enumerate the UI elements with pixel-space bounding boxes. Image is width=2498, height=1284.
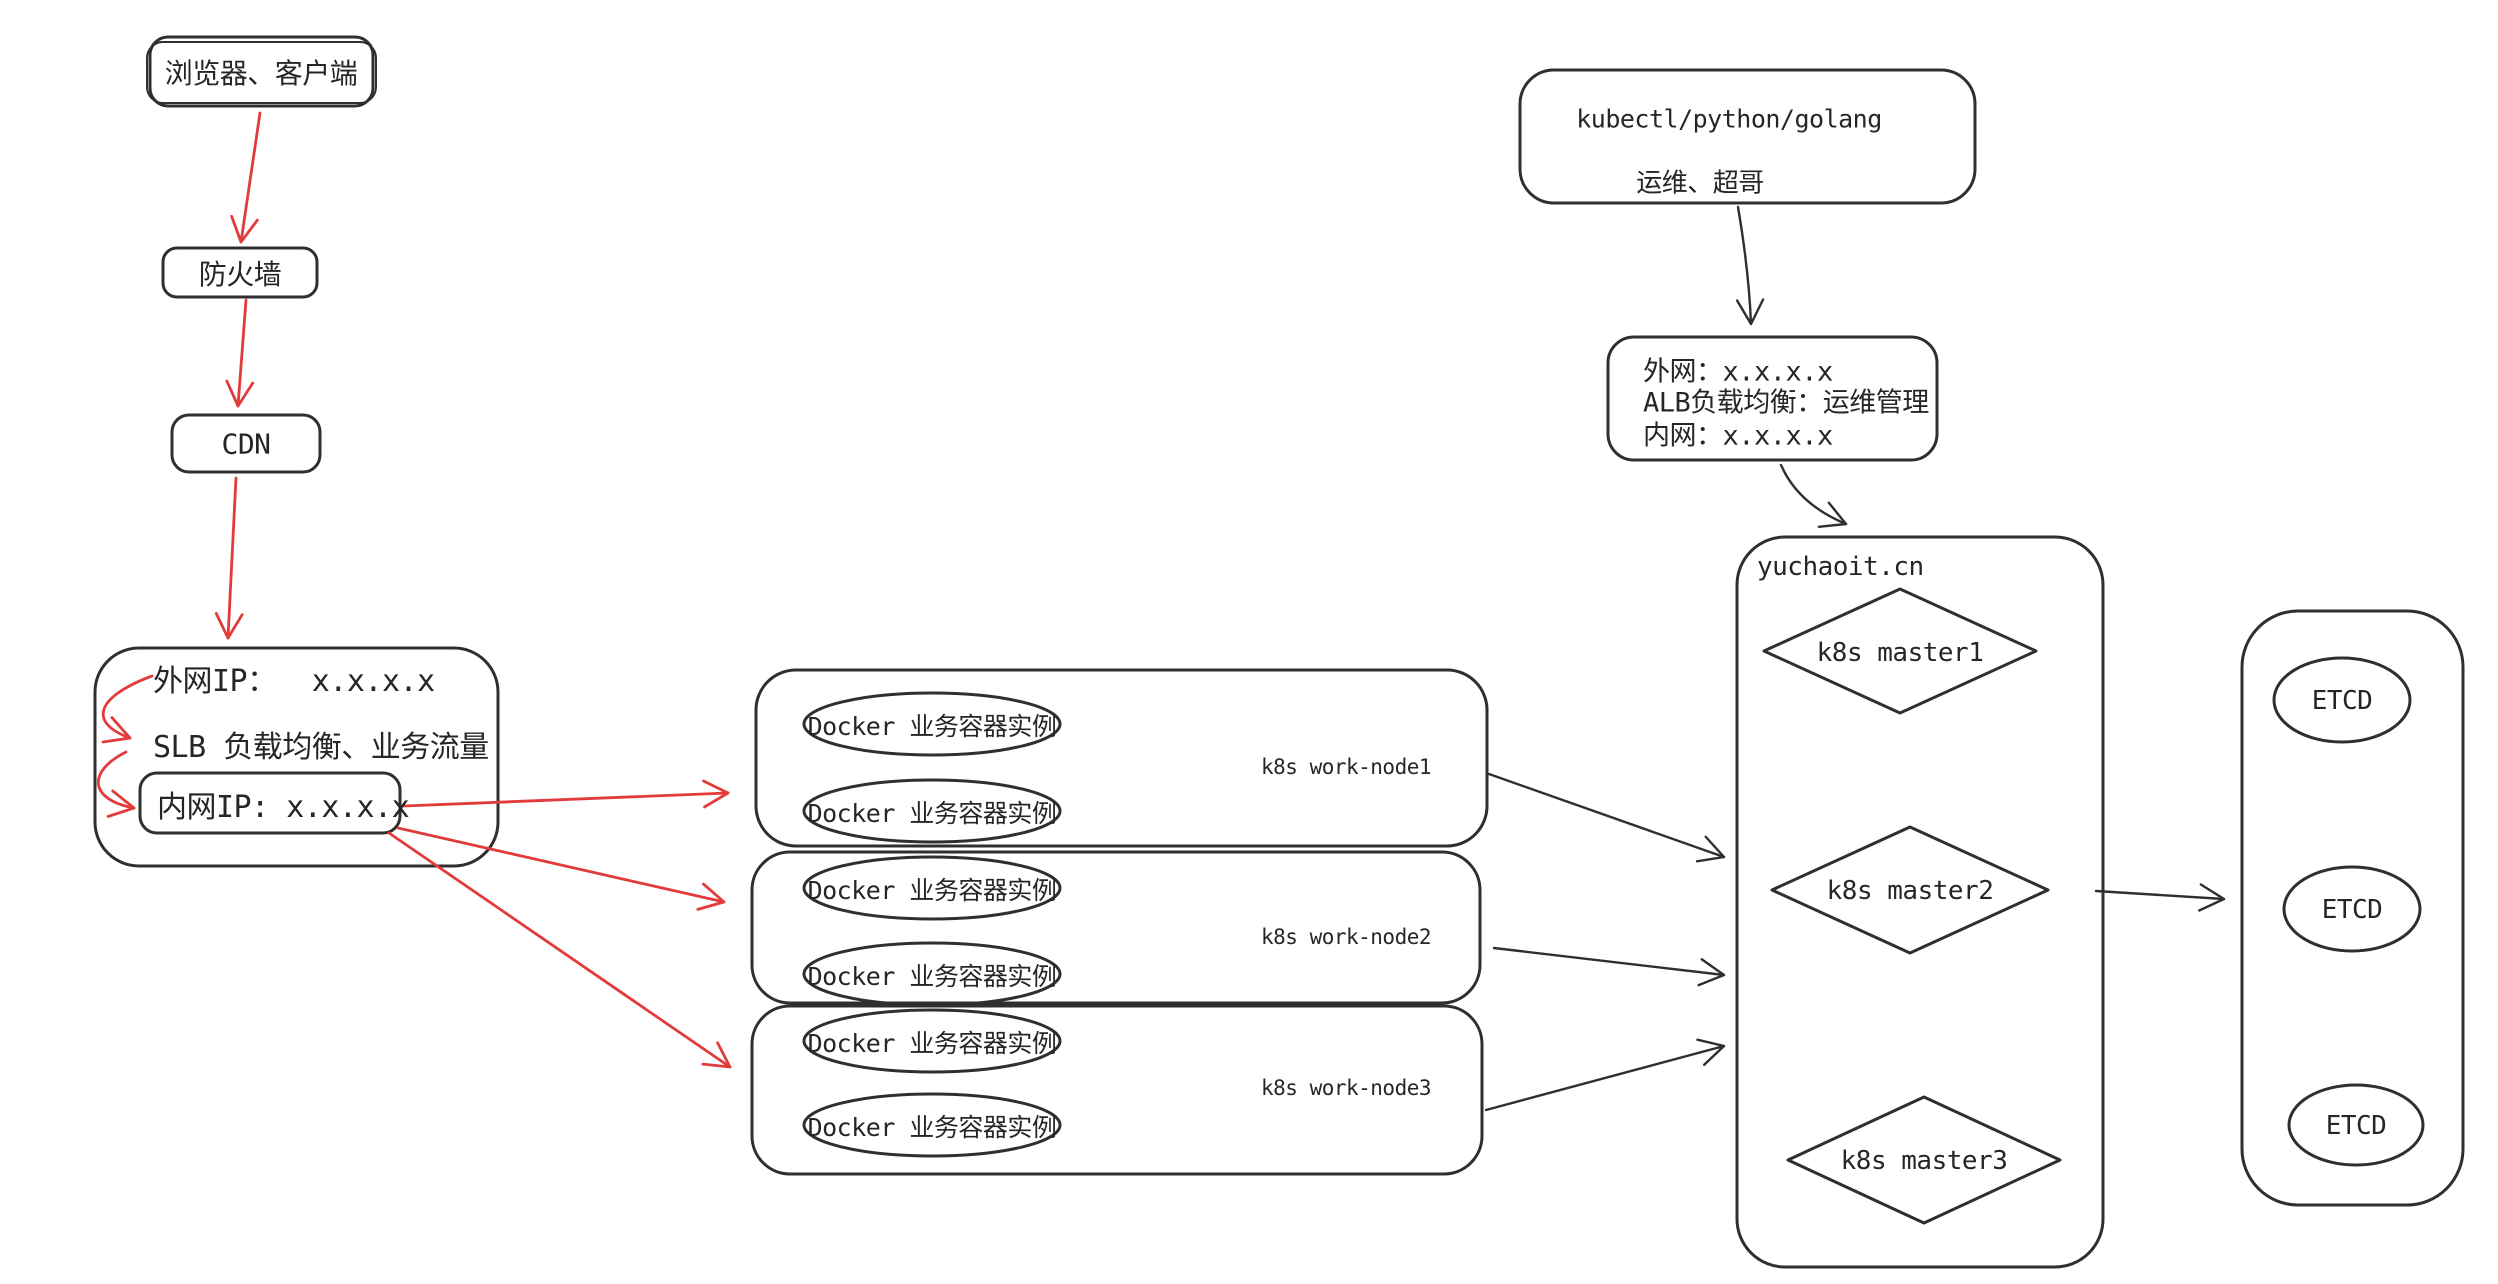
alb-internal-label: 内网：x.x.x.x	[1643, 420, 1833, 452]
arrow-slb-to-intip-squiggle	[96, 750, 136, 818]
browser-box-sketch-stroke	[146, 41, 377, 104]
firewall-label: 防火墙	[198, 258, 282, 291]
cdn-box	[170, 413, 322, 474]
master2-label: k8s master2	[1826, 876, 1994, 906]
alb-title-label: ALB负载均衡：运维管理	[1643, 387, 1929, 419]
etcd-ellipse	[2287, 1083, 2425, 1167]
arrow-node3-to-cluster	[1484, 1038, 1726, 1112]
alb-external-label: 外网：x.x.x.x	[1643, 356, 1833, 388]
etcd-ellipse	[2272, 656, 2412, 744]
master2-diamond	[1770, 825, 2050, 955]
docker-container-label: Docker 业务容器实例	[807, 799, 1057, 828]
arrow-cluster-to-etcd	[2094, 883, 2226, 912]
worker-node1-box	[754, 668, 1489, 848]
firewall-box	[161, 246, 319, 299]
worker-node1-label: k8s work-node1	[1260, 755, 1432, 779]
master1-diamond	[1762, 587, 2038, 715]
etcd-box	[2240, 609, 2465, 1207]
cdn-label: CDN	[221, 427, 271, 461]
docker-container-label: Docker 业务容器实例	[807, 962, 1057, 991]
docker-container-ellipse	[802, 691, 1062, 757]
arrow-extip-to-slb-squiggle	[101, 674, 154, 744]
browser-box	[148, 35, 375, 108]
arrow-node2-to-cluster	[1492, 946, 1726, 987]
arrow-slb-to-node2	[396, 826, 726, 911]
docker-container-label: Docker 业务容器实例	[807, 876, 1057, 905]
slb-title-label: SLB 负载均衡、业务流量	[153, 730, 489, 765]
arrow-cdn-to-slb	[214, 476, 244, 640]
worker-node2-label: k8s work-node2	[1260, 925, 1432, 949]
cluster-box	[1735, 535, 2105, 1269]
arrow-firewall-to-cdn	[225, 298, 255, 408]
cluster-title-label: yuchaoit.cn	[1757, 552, 1924, 582]
slb-box	[93, 646, 500, 868]
arrow-kubectl-to-alb	[1735, 205, 1765, 326]
etcd-ellipse	[2282, 865, 2422, 953]
master1-label: k8s master1	[1816, 638, 1984, 668]
worker-node2-box	[750, 850, 1482, 1005]
kubectl-tools-label: kubectl/python/golang	[1576, 104, 1882, 134]
docker-container-ellipse	[802, 1092, 1062, 1158]
etcd-label: ETCD	[2311, 686, 2373, 716]
docker-container-label: Docker 业务容器实例	[807, 1113, 1057, 1142]
docker-container-ellipse	[802, 778, 1062, 844]
docker-container-ellipse	[802, 941, 1062, 1007]
docker-container-ellipse	[802, 1008, 1062, 1074]
internal-ip-box	[138, 771, 402, 835]
arrow-node1-to-cluster	[1487, 772, 1726, 863]
arrow-browser-to-firewall	[230, 111, 262, 244]
slb-external-ip-label: 外网IP： x.x.x.x	[153, 664, 435, 699]
alb-box	[1606, 335, 1939, 462]
arrow-alb-to-cluster	[1779, 463, 1848, 528]
arrow-slb-to-node1	[402, 779, 730, 809]
master3-label: k8s master3	[1840, 1146, 2008, 1176]
arrow-slb-to-node3	[387, 831, 732, 1069]
worker-node3-label: k8s work-node3	[1260, 1076, 1432, 1100]
worker-node3-box	[750, 1004, 1484, 1176]
ops-team-label: 运维、超哥	[1636, 168, 1764, 199]
internal-ip-label: 内网IP: x.x.x.x	[157, 790, 410, 825]
etcd-label: ETCD	[2325, 1111, 2387, 1141]
etcd-label: ETCD	[2321, 895, 2383, 925]
docker-container-label: Docker 业务容器实例	[807, 1029, 1057, 1058]
master3-diamond	[1786, 1095, 2062, 1225]
docker-container-ellipse	[802, 855, 1062, 921]
docker-container-label: Docker 业务容器实例	[807, 712, 1057, 741]
kubectl-box	[1518, 68, 1977, 205]
browser-label: 浏览器、客户端	[164, 57, 358, 90]
